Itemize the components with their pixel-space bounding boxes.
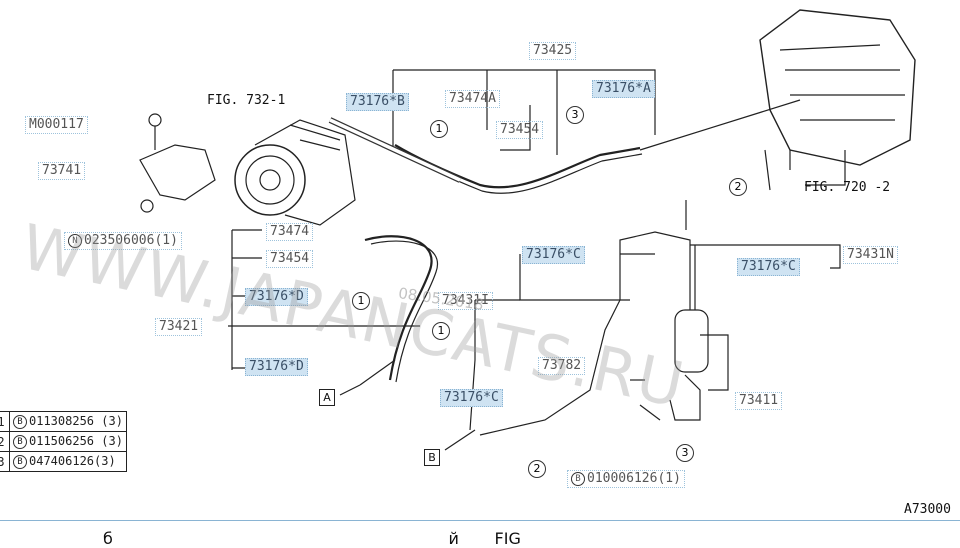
callout-1-lower-icon[interactable]: 1 (432, 322, 450, 340)
callout-1-mid-icon[interactable]: 1 (352, 292, 370, 310)
part-label-73425[interactable]: 73425 (529, 42, 577, 60)
part-label-73176-a[interactable]: 73176*A (592, 80, 655, 98)
part-label-73474[interactable]: 73474 (266, 223, 314, 241)
pipe-discharge (364, 235, 433, 381)
part-label-73421[interactable]: 73421 (155, 318, 203, 336)
compressor-pulley (234, 144, 306, 216)
fig-732-label[interactable]: FIG. 732-1 (207, 93, 286, 108)
part-label-m000117[interactable]: M000117 (25, 116, 88, 134)
part-label-73454[interactable]: 73454 (266, 250, 314, 268)
connector-b-box[interactable]: B (424, 449, 440, 466)
callout-2-lower-icon[interactable]: 2 (528, 460, 546, 478)
part-label-73431l[interactable]: 73431I (438, 292, 493, 310)
receiver-dryer (674, 309, 709, 373)
part-label-73176-b[interactable]: 73176*B (346, 93, 409, 111)
part-label-73176-c-3[interactable]: 73176*C (440, 389, 503, 407)
b-circle-icon: B (13, 454, 27, 469)
callout-1-top-icon[interactable]: 1 (430, 120, 448, 138)
n-circle-icon: N (68, 233, 82, 248)
b-circle-icon: B (13, 414, 27, 429)
part-label-73411[interactable]: 73411 (735, 392, 783, 410)
evaporator-unit (759, 9, 916, 166)
part-label-73454-top[interactable]: 73454 (496, 121, 544, 139)
callout-3-top-icon[interactable]: 3 (566, 106, 584, 124)
b-circle-icon: B (571, 471, 585, 486)
part-label-73176-c-2[interactable]: 73176*C (737, 258, 800, 276)
legend-num: 3 (0, 451, 10, 472)
legend-num: 1 (0, 411, 10, 432)
part-label-73176-d-1[interactable]: 73176*D (245, 288, 308, 306)
bottom-caption-text: б й FIG (103, 529, 521, 548)
part-label-73431n[interactable]: 73431N (843, 246, 898, 264)
part-label-73176-d-2[interactable]: 73176*D (245, 358, 308, 376)
connector-a-box[interactable]: A (319, 389, 335, 406)
part-label-73741[interactable]: 73741 (38, 162, 86, 180)
fig-720-label[interactable]: FIG. 720 -2 (804, 180, 891, 195)
bottom-caption-bar: б й FIG (0, 520, 960, 548)
callout-2-right-icon[interactable]: 2 (729, 178, 747, 196)
part-label-73176-c-1[interactable]: 73176*C (522, 246, 585, 264)
compressor-body (254, 119, 356, 226)
legend-num: 2 (0, 431, 10, 452)
part-label-73474a[interactable]: 73474A (445, 90, 500, 108)
part-label-73782[interactable]: 73782 (538, 357, 586, 375)
diagram-id: A73000 (904, 502, 951, 517)
bracket-73741 (139, 144, 216, 201)
b-circle-icon: B (13, 434, 27, 449)
callout-3-lower-icon[interactable]: 3 (676, 444, 694, 462)
diagram-line-art (139, 9, 916, 451)
